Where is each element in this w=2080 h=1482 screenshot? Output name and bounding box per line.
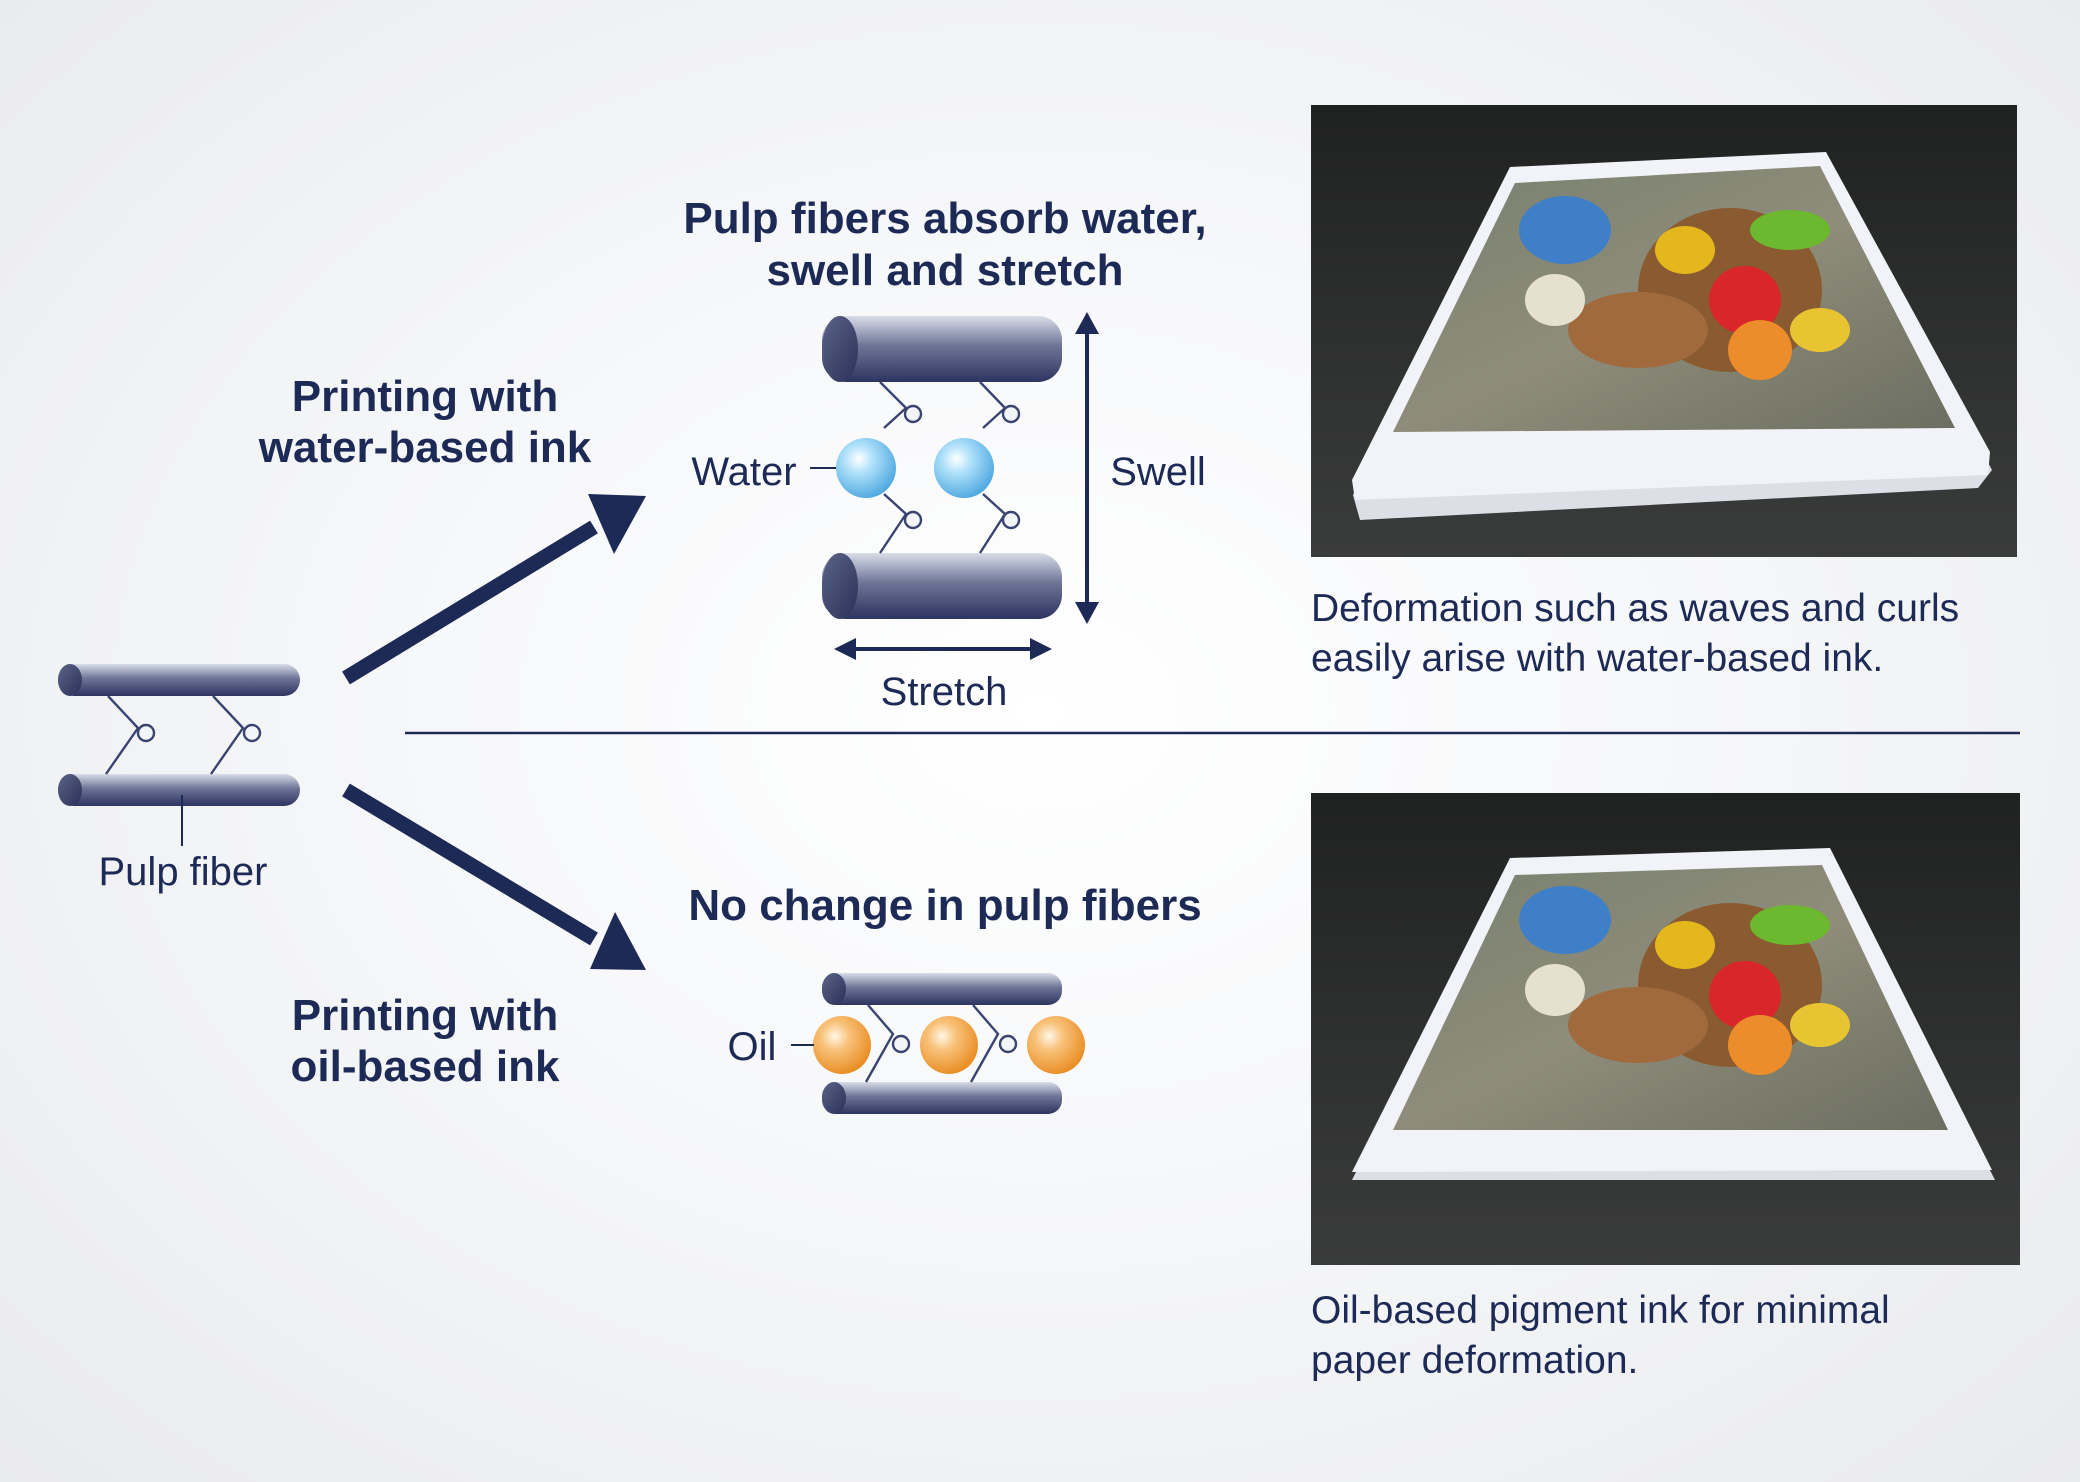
swell-arrow [1075, 312, 1099, 624]
oil-droplet-1 [813, 1016, 871, 1074]
water-droplet-1 [836, 438, 896, 498]
oil-heading: No change in pulp fibers [688, 881, 1201, 930]
oil-branch-label-line2: oil-based ink [291, 1042, 560, 1091]
oil-label: Oil [728, 1025, 777, 1069]
oil-ink-print-photo [1311, 793, 2020, 1265]
water-branch-label-line1: Printing with [292, 372, 558, 421]
water-label: Water [691, 450, 796, 494]
pulp-fiber-label: Pulp fiber [99, 850, 268, 894]
stretch-label: Stretch [881, 670, 1008, 714]
oil-droplet-2 [920, 1016, 978, 1074]
water-heading-line1: Pulp fibers absorb water, [683, 194, 1206, 243]
water-caption-line2: easily arise with water-based ink. [1311, 637, 1883, 680]
water-caption-line1: Deformation such as waves and curls [1311, 587, 1959, 630]
oil-caption-line1: Oil-based pigment ink for minimal [1311, 1289, 1890, 1332]
oil-branch-arrow [346, 790, 646, 970]
oil-droplet-3 [1027, 1016, 1085, 1074]
water-branch-label-line2: water-based ink [258, 423, 592, 472]
stretch-arrow [834, 638, 1052, 660]
oil-caption-line2: paper deformation. [1311, 1339, 1638, 1382]
water-ink-print-photo [1311, 105, 2017, 557]
swell-label: Swell [1110, 450, 1206, 494]
oil-branch-label-line1: Printing with [292, 991, 558, 1040]
water-branch-arrow [346, 494, 646, 678]
water-droplet-2 [934, 438, 994, 498]
pulp-fiber-illustration [58, 664, 300, 846]
water-heading-line2: swell and stretch [766, 246, 1123, 295]
